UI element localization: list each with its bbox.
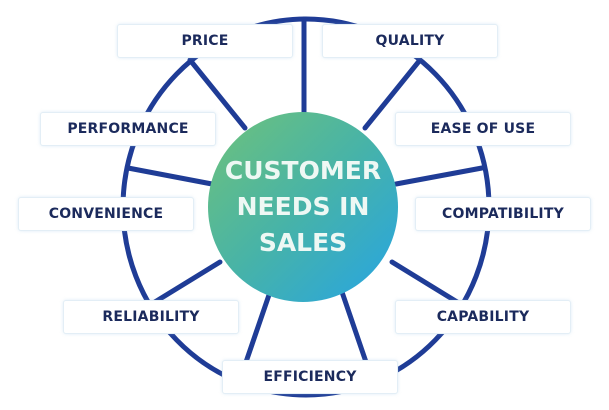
center-title-line2: NEEDS IN: [236, 192, 370, 221]
need-price: PRICE: [117, 24, 293, 58]
need-quality: QUALITY: [322, 24, 498, 58]
need-efficiency: EFFICIENCY: [222, 360, 398, 394]
spoke-price: [187, 57, 248, 131]
spoke-quality: [362, 57, 423, 131]
need-performance: PERFORMANCE: [40, 112, 216, 146]
center-title-line3: SALES: [258, 228, 348, 257]
center-title-line1: CUSTOMER: [224, 156, 382, 185]
need-reliability: RELIABILITY: [63, 300, 239, 334]
need-capability: CAPABILITY: [395, 300, 571, 334]
need-ease-of-use: EASE OF USE: [395, 112, 571, 146]
center-circle: CUSTOMER NEEDS IN SALES: [208, 112, 398, 302]
spoke-performance: [125, 165, 215, 187]
spoke-reliability: [147, 259, 223, 308]
spoke-ease: [393, 165, 485, 187]
spoke-capability: [389, 259, 465, 308]
need-compatibility: COMPATIBILITY: [415, 197, 591, 231]
need-convenience: CONVENIENCE: [18, 197, 194, 231]
spoke-efficiency-left: [243, 289, 273, 365]
spoke-efficiency-right: [339, 289, 369, 365]
